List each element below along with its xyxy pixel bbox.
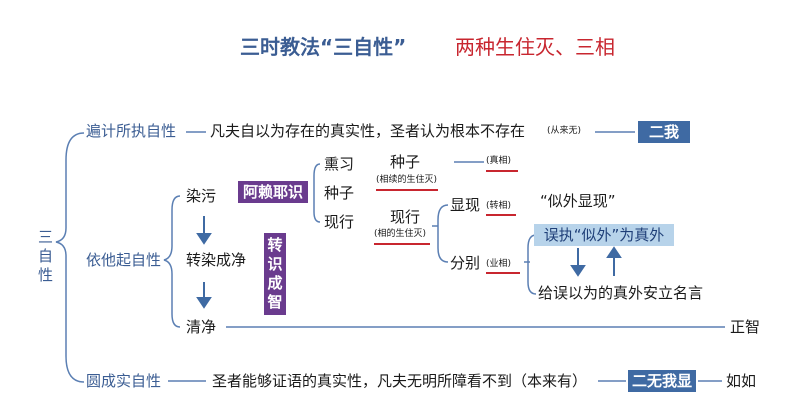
parinispanna-desc: 圣者能够证语的真实性，凡夫无明所障看不到（本来有） <box>212 372 588 390</box>
root-brace <box>55 132 85 383</box>
seed-underline <box>376 189 438 191</box>
transform-char-1: 转 <box>267 236 283 254</box>
appear-note: (转相) <box>486 201 512 211</box>
arrow-down-1-head <box>196 233 212 245</box>
discrim-label: 分别 <box>450 254 481 272</box>
parikalpita-note: (从来无) <box>547 126 582 136</box>
parinispanna-label: 圆成实自性 <box>86 372 162 390</box>
appear-label: 显现 <box>450 196 481 214</box>
naming-text: 给误以为的真外安立名言 <box>538 284 704 302</box>
item-perfuming: 熏习 <box>324 155 355 173</box>
page-title: 三时教法“三自性” <box>240 35 407 59</box>
manifest-label: 现行 <box>390 208 421 226</box>
seed-right-note: (真相) <box>486 156 512 166</box>
root-char-3: 性 <box>38 266 54 284</box>
mistake-box: 误执“似外”为真外 <box>534 224 674 246</box>
right-wisdom: 正智 <box>730 318 761 336</box>
two-self-box: 二我 <box>638 121 690 143</box>
transform-char-4: 智 <box>267 293 283 311</box>
item-manifest: 现行 <box>324 213 355 231</box>
seed-note: (相续的生住灭) <box>376 175 438 185</box>
suchness-text: 如如 <box>726 372 757 390</box>
page-subtitle: 两种生住灭、三相 <box>455 35 615 59</box>
stage-pure: 清净 <box>186 318 217 336</box>
appear-quote: “似外显现” <box>540 192 616 210</box>
discrim-note: (业相) <box>486 259 512 269</box>
transform-box: 转 识 成 智 <box>264 233 286 315</box>
transform-char-2: 识 <box>267 255 283 273</box>
alaya-brace <box>313 163 321 223</box>
parikalpita-desc: 凡夫自以为存在的真实性，圣者认为根本不存在 <box>210 122 526 140</box>
stage-defiled: 染污 <box>186 187 217 205</box>
paratantra-label: 依他起自性 <box>86 251 162 269</box>
seed-right-underline <box>486 170 518 172</box>
discrim-brace <box>527 234 537 295</box>
manifest-underline <box>374 243 430 245</box>
no-self-box: 二无我显 <box>628 370 696 392</box>
arrow-down-2-head <box>196 297 212 309</box>
root-char-2: 自 <box>38 247 54 265</box>
transform-char-3: 成 <box>267 274 283 292</box>
manifest-note: (相的生住灭) <box>374 229 427 239</box>
arrow-up-head <box>606 246 622 258</box>
item-seed: 种子 <box>324 184 355 202</box>
manifest-brace <box>437 204 449 263</box>
seed-label: 种子 <box>390 153 421 171</box>
appear-underline <box>486 214 516 216</box>
root-char-1: 三 <box>38 228 54 246</box>
arrow-down-3-head <box>570 265 586 277</box>
paratantra-brace <box>163 195 181 328</box>
parikalpita-label: 遍计所执自性 <box>86 122 177 140</box>
discrim-underline <box>486 272 520 274</box>
stage-transform: 转染成净 <box>186 251 247 269</box>
alaya-box: 阿赖耶识 <box>238 181 308 203</box>
